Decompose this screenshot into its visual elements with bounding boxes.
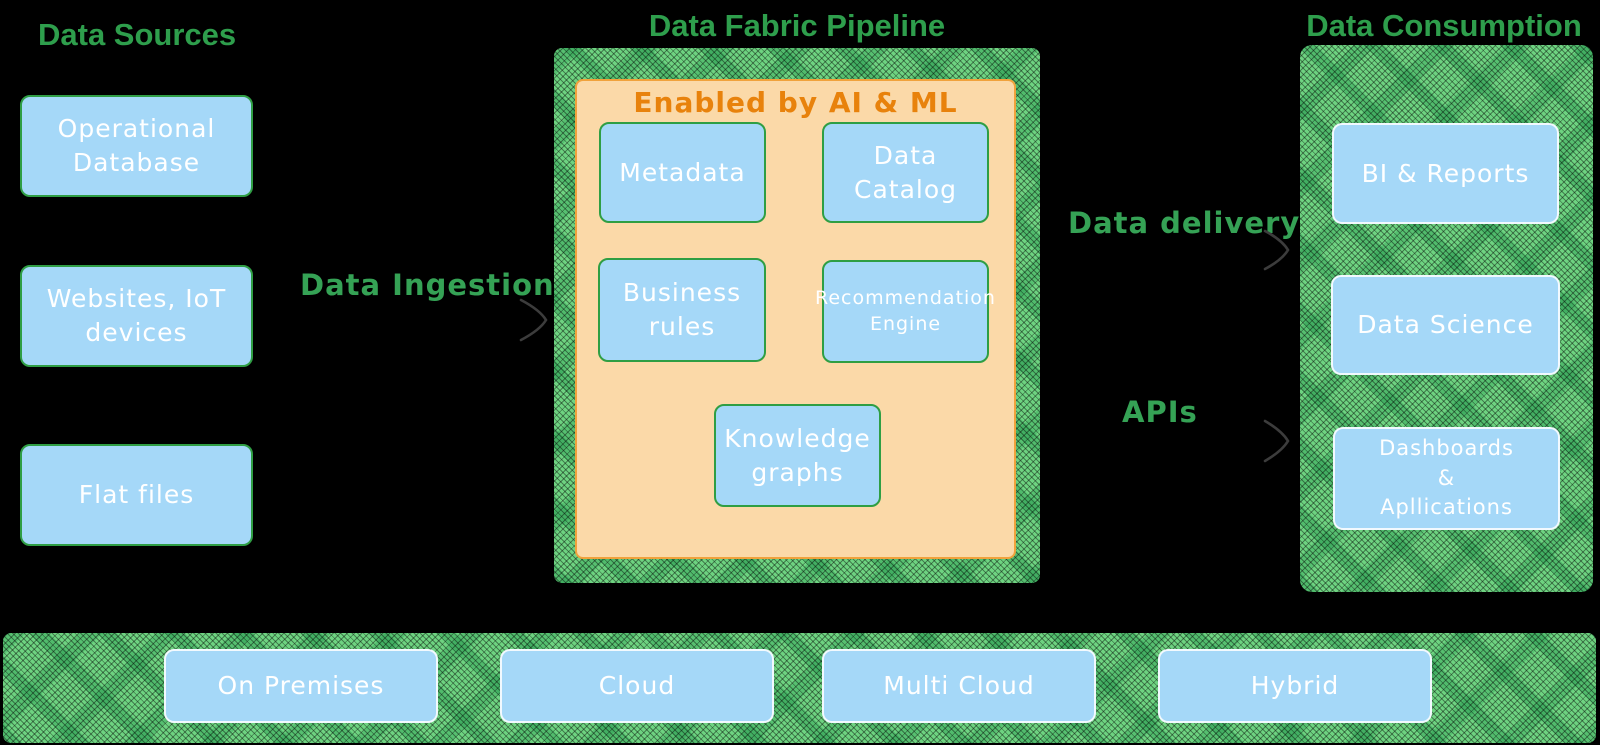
ingestion-arrow-icon	[518, 297, 550, 343]
flat-files-box: Flat files	[20, 444, 253, 546]
pipeline-container: Enabled by AI & ML Metadata Data Catalog…	[554, 48, 1040, 583]
data-fabric-pipeline-title: Data Fabric Pipeline	[648, 8, 946, 43]
multi-cloud-box: Multi Cloud	[822, 649, 1096, 723]
operational-database-box: Operational Database	[20, 95, 253, 197]
hybrid-box: Hybrid	[1158, 649, 1432, 723]
delivery-arrow-icon	[1262, 228, 1292, 272]
data-consumption-title: Data Consumption	[1306, 8, 1582, 43]
knowledge-graphs-box: Knowledge graphs	[714, 404, 881, 507]
websites-iot-devices-box: Websites, IoT devices	[20, 265, 253, 367]
enabled-by-ai-ml-label: Enabled by AI & ML	[633, 86, 958, 119]
cloud-box: Cloud	[500, 649, 774, 723]
consumption-container: BI & Reports Data Science Dashboards & A…	[1300, 45, 1593, 592]
data-ingestion-label: Data Ingestion	[300, 268, 555, 302]
on-premises-box: On Premises	[164, 649, 438, 723]
business-rules-box: Business rules	[598, 258, 766, 362]
apis-arrow-icon	[1262, 418, 1292, 464]
dashboards-applications-box: Dashboards & Apllications	[1333, 427, 1560, 530]
apis-label: APIs	[1122, 395, 1198, 429]
data-science-box: Data Science	[1331, 275, 1560, 375]
data-sources-title: Data Sources	[38, 17, 237, 52]
data-catalog-box: Data Catalog	[822, 122, 989, 223]
data-delivery-label: Data delivery	[1068, 206, 1301, 240]
recommendation-engine-box: Recommendation Engine	[815, 260, 995, 363]
infrastructure-bar: On Premises Cloud Multi Cloud Hybrid	[3, 633, 1596, 743]
metadata-box: Metadata	[599, 122, 766, 223]
bi-reports-box: BI & Reports	[1332, 123, 1559, 224]
